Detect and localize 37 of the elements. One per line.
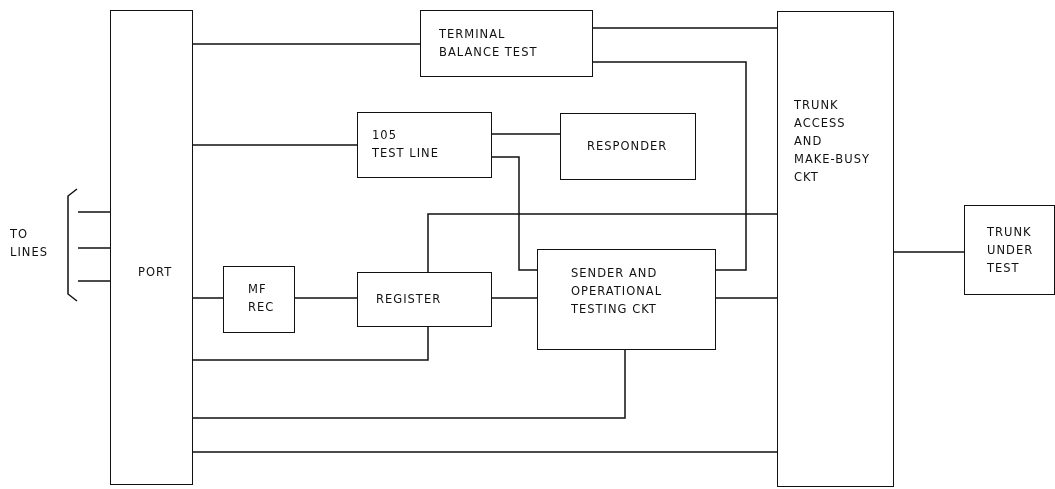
box-label: 105 TEST LINE [372, 127, 439, 162]
connector-line [592, 27, 778, 29]
connector-line [77, 280, 111, 282]
connector-line [192, 144, 358, 146]
block-box [223, 266, 295, 333]
block-box [537, 249, 716, 350]
connector-line [491, 297, 538, 299]
box-label: RESPONDER [587, 138, 668, 155]
block-box [110, 10, 193, 485]
box-label: TRUNK ACCESS AND MAKE-BUSY CKT [794, 97, 870, 186]
connector-line [192, 451, 778, 453]
block-box [560, 113, 696, 180]
connector-line [893, 251, 965, 253]
box-label: PORT [138, 264, 173, 281]
connector-line [715, 297, 778, 299]
connector-line [294, 297, 358, 299]
box-label: TERMINAL BALANCE TEST [439, 26, 538, 61]
block-box [357, 112, 492, 178]
text-label: TO LINES [10, 226, 48, 261]
connector-line [592, 61, 747, 271]
connector-line [77, 247, 111, 249]
connector-line [427, 213, 778, 273]
connector-line [192, 297, 224, 299]
connector-line [491, 156, 538, 271]
box-label: TRUNK UNDER TEST [987, 224, 1034, 277]
connector-line [192, 326, 429, 361]
box-label: MF REC [248, 281, 275, 316]
connector-line [77, 211, 111, 213]
connector-line [192, 349, 626, 419]
block-box [964, 205, 1055, 295]
box-label: REGISTER [376, 291, 442, 308]
block-box [357, 272, 492, 327]
box-label: SENDER AND OPERATIONAL TESTING CKT [571, 265, 663, 318]
block-box [777, 11, 894, 487]
connector-line [192, 43, 421, 45]
connector-line [491, 133, 561, 135]
block-box [420, 10, 593, 77]
